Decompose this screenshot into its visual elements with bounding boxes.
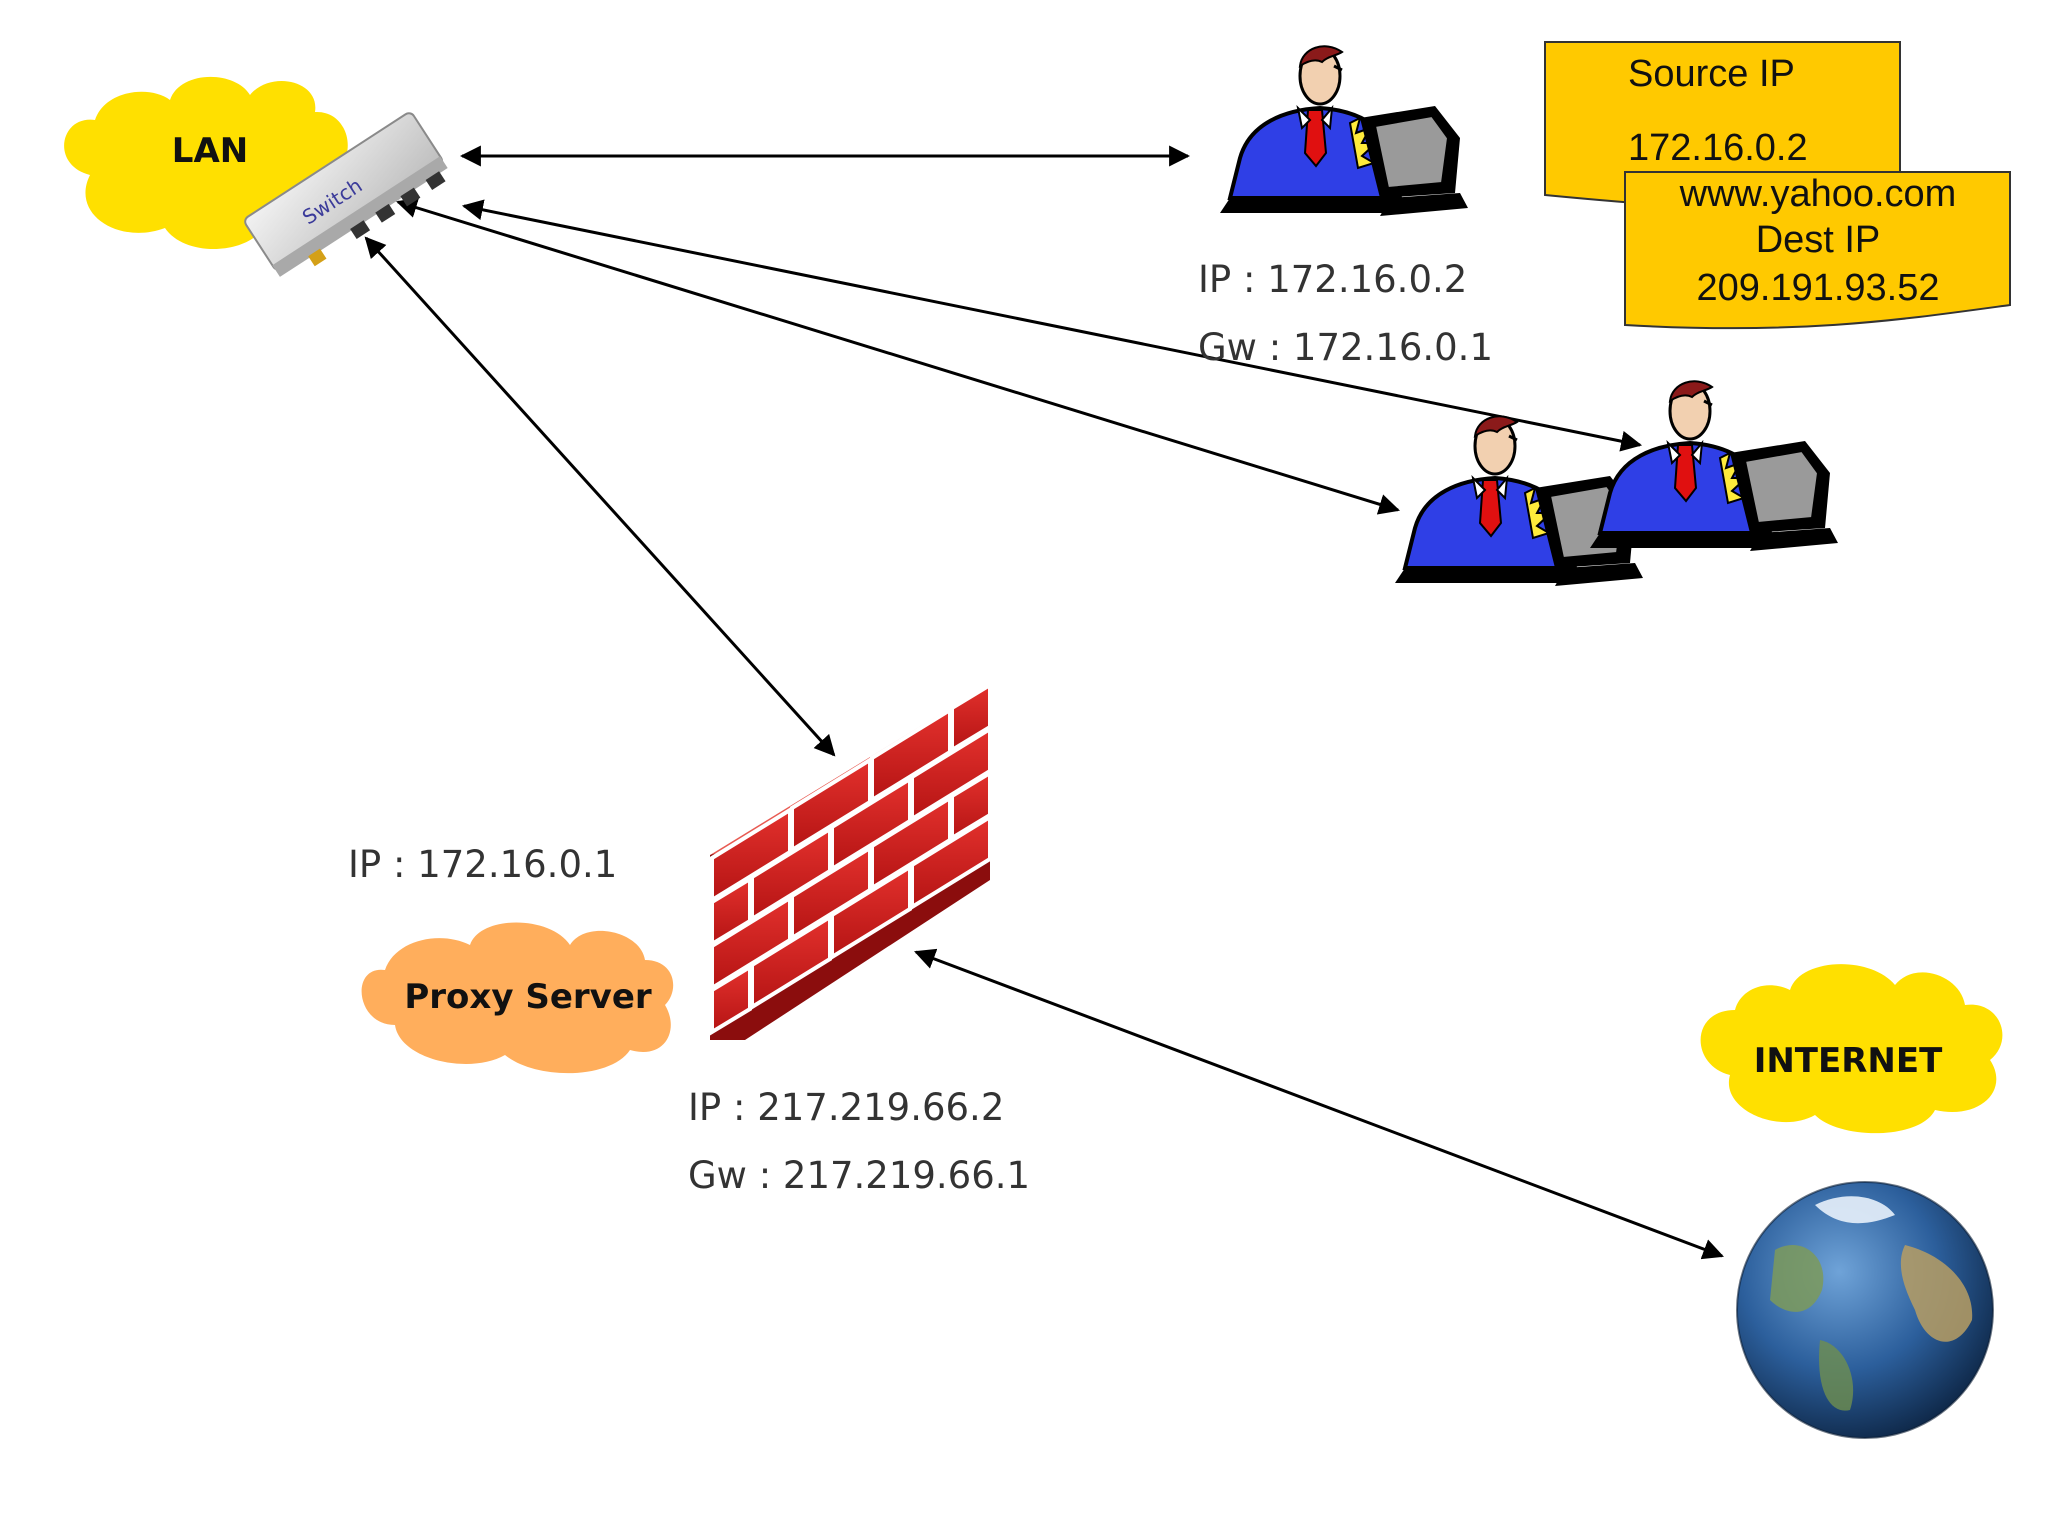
proxy-server-cloud: Proxy Server: [361, 922, 674, 1074]
internet-cloud: INTERNET: [1700, 964, 2003, 1134]
workstation-a: [1393, 414, 1645, 588]
network-switch: Switch: [244, 112, 448, 277]
source-ip-title: Source IP: [1628, 53, 1795, 95]
client-gw: Gw : 172.16.0.1: [1198, 326, 1493, 369]
lan-label: LAN: [172, 131, 248, 171]
dest-ip-note: www.yahoo.com Dest IP 209.191.93.52: [1624, 171, 2011, 330]
link-switch-firewall: [364, 236, 836, 757]
dest-ip-title: Dest IP: [1756, 219, 1881, 261]
proxy-outer-gw: Gw : 217.219.66.1: [688, 1154, 1030, 1197]
dest-host: www.yahoo.com: [1679, 173, 1957, 215]
connections: [364, 145, 1724, 1260]
client-ip: IP : 172.16.0.2: [1198, 258, 1467, 301]
client-workstation: [1218, 44, 1470, 219]
link-firewall-internet: [914, 948, 1724, 1260]
proxy-server-label: Proxy Server: [404, 977, 652, 1017]
firewall-icon: [710, 681, 992, 1040]
earth-globe-icon: [1736, 1181, 1994, 1439]
dest-ip-value: 209.191.93.52: [1696, 267, 1939, 309]
proxy-inner-ip: IP : 172.16.0.1: [348, 843, 617, 886]
source-ip-value: 172.16.0.2: [1628, 127, 1808, 169]
proxy-outer-ip: IP : 217.219.66.2: [688, 1086, 1004, 1129]
internet-label: INTERNET: [1754, 1041, 1943, 1081]
workstation-b: [1588, 379, 1840, 553]
